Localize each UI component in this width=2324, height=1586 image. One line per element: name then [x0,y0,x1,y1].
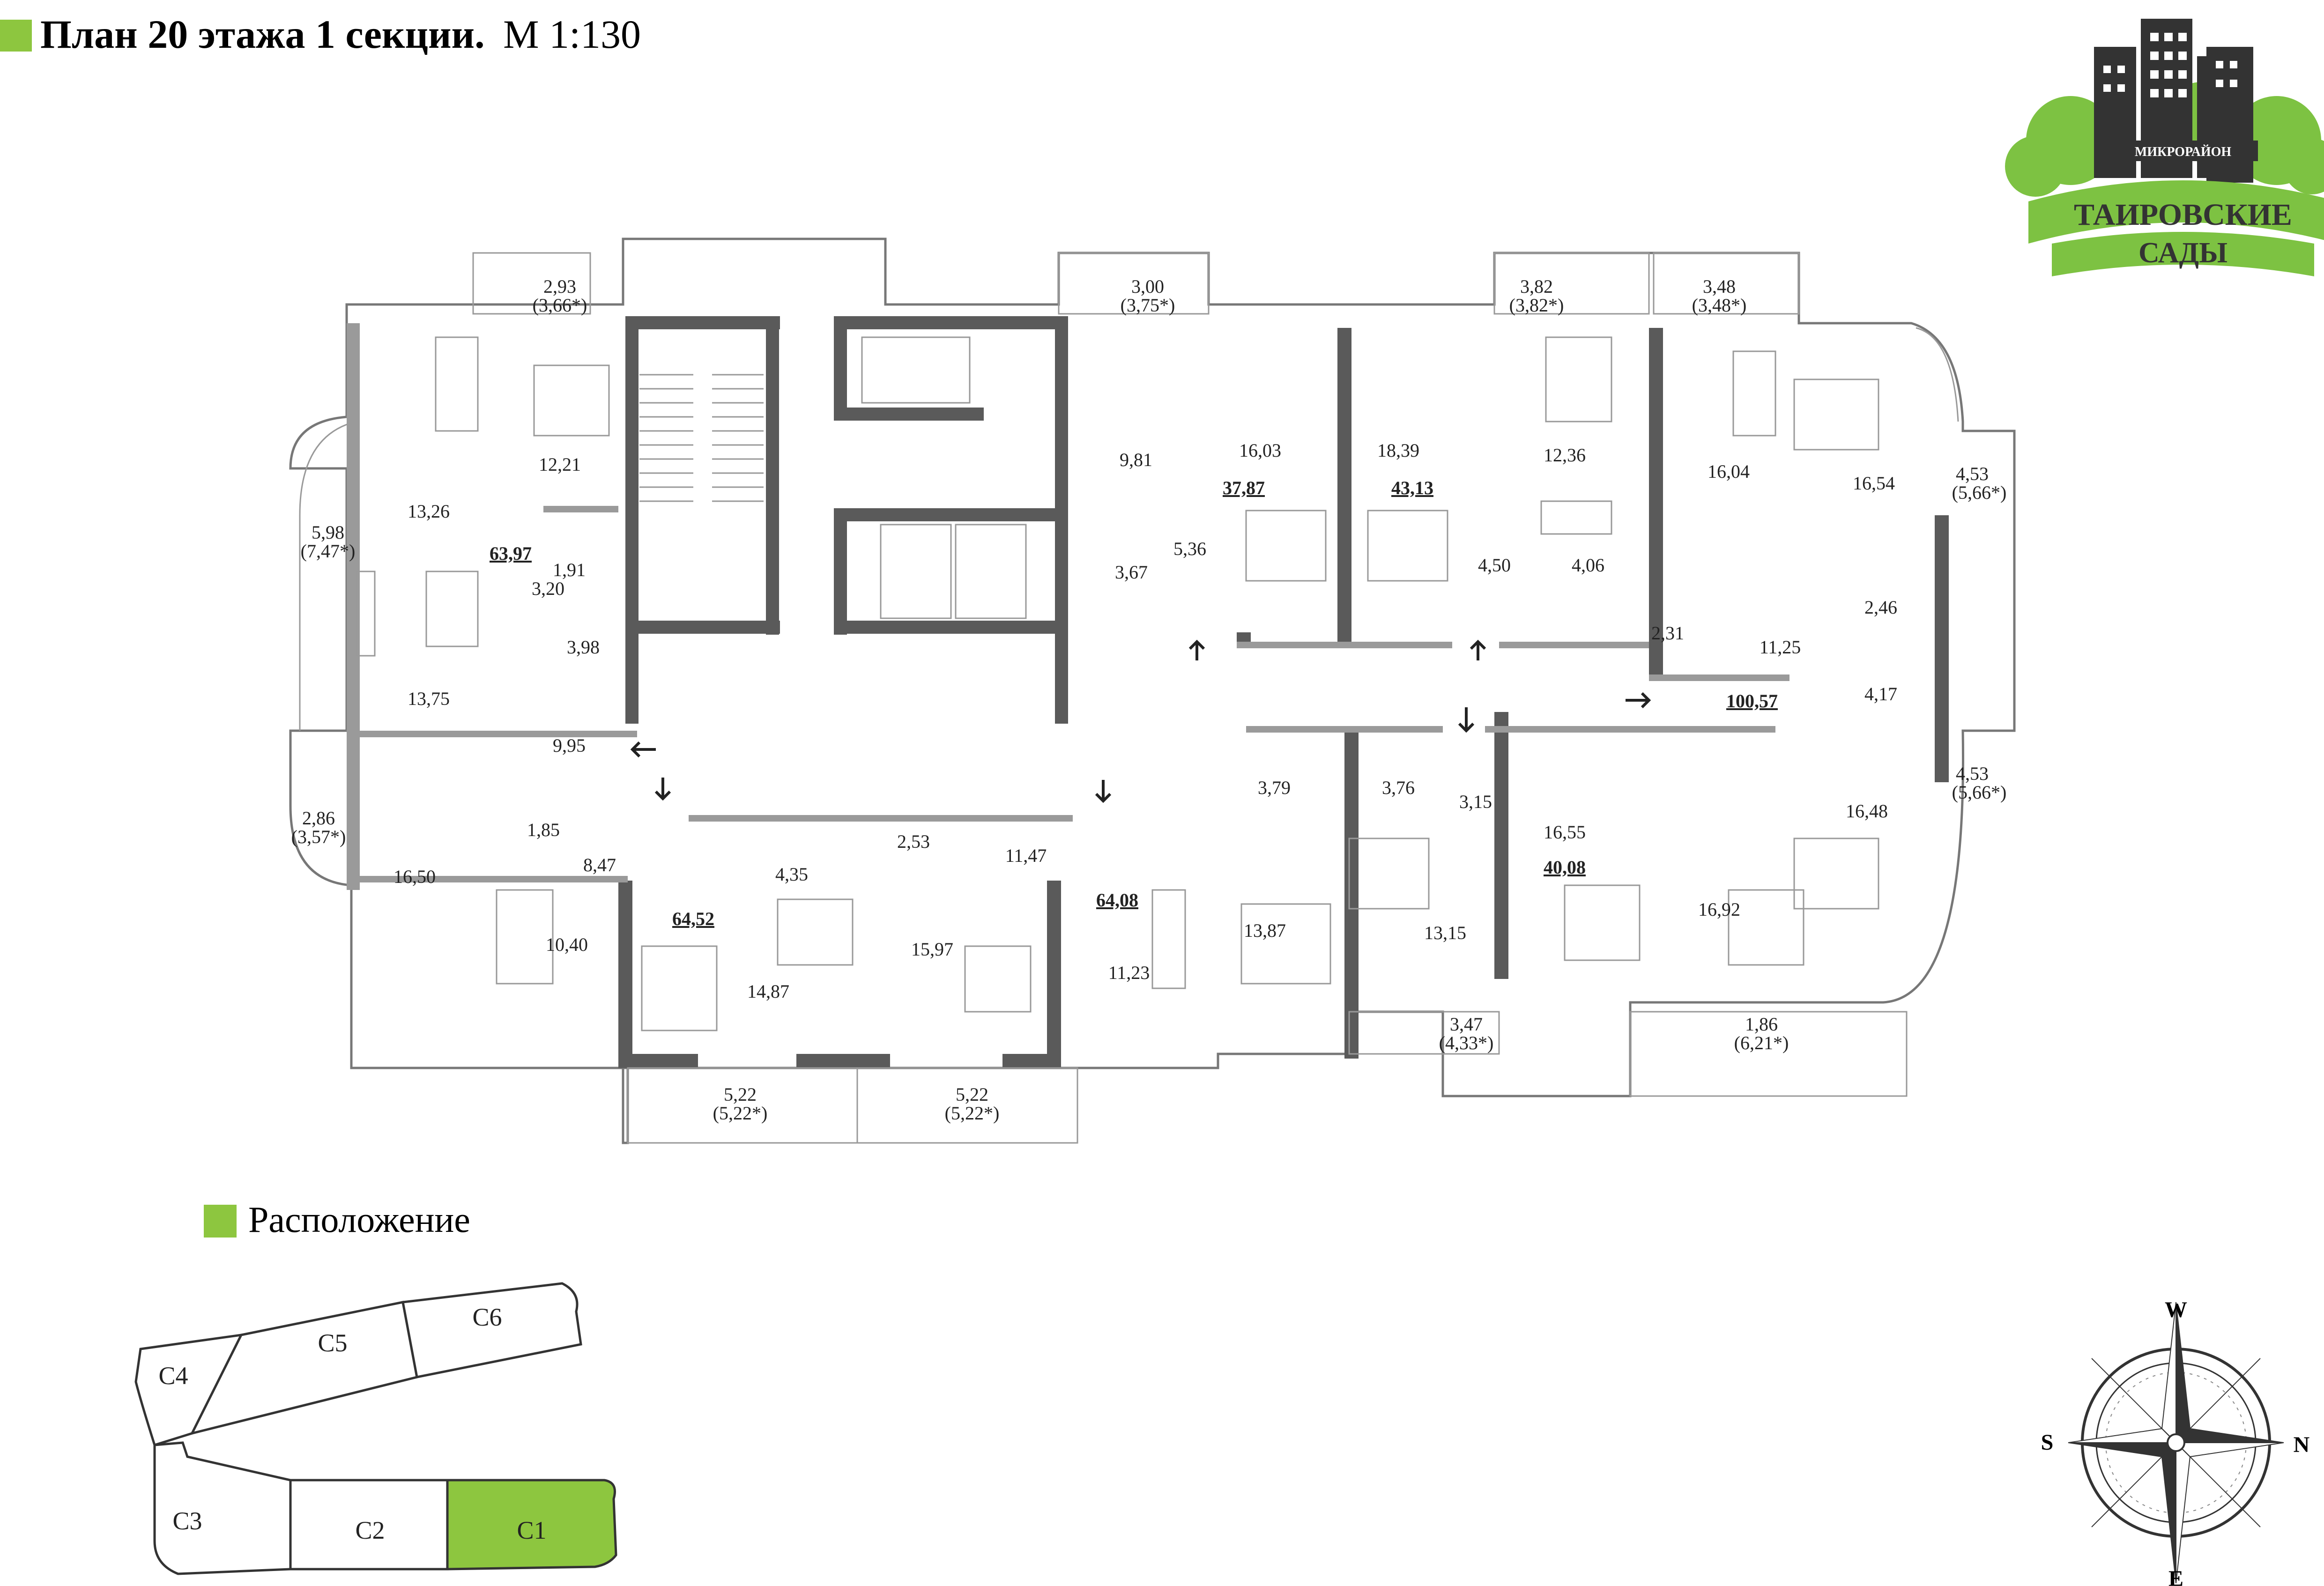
title-marker [0,20,32,52]
room-area: 9,95 [553,735,586,756]
room-area: 11,47 [1005,845,1047,866]
room-area: (5,66*) [1952,782,2007,803]
room-area: 3,00 [1131,276,1164,297]
room-area: 5,98 [312,522,344,543]
section-c6 [401,1282,582,1378]
room-area: 3,79 [1258,777,1291,798]
room-area: 16,92 [1698,899,1740,920]
page-title-main: План 20 этажа 1 секции. [40,12,485,57]
room-area: 13,26 [408,501,450,522]
section-label-c5: C5 [318,1329,347,1357]
room-area: 1,91 [553,559,586,580]
apartment-total-37-87: 37,87 [1223,477,1265,498]
room-area: 12,36 [1544,445,1586,466]
room-area: 4,53 [1956,463,1989,484]
room-area: 4,50 [1478,555,1511,576]
room-area: (6,21*) [1734,1032,1789,1053]
room-area: 5,22 [724,1084,757,1105]
compass-w: W [2165,1297,2187,1322]
apartment-total-43-13: 43,13 [1391,477,1433,498]
section-c5 [190,1301,418,1435]
room-area: 16,03 [1239,440,1281,461]
compass-rose-icon: W E S N [2041,1297,2310,1586]
room-area: 14,87 [747,981,789,1002]
apartment-total-63-97: 63,97 [490,543,532,564]
room-area: 3,20 [532,578,564,599]
room-area: 2,86 [302,808,335,829]
room-area: 16,54 [1853,473,1895,494]
room-area: 4,53 [1956,763,1989,784]
room-area: 11,23 [1108,962,1150,983]
section-label-c3: C3 [172,1507,202,1535]
section-label-c4: C4 [158,1362,188,1390]
apartment-total-40-08: 40,08 [1544,857,1586,878]
room-area: 3,15 [1459,791,1492,812]
room-area: (3,48*) [1692,295,1747,316]
room-area: 4,17 [1864,683,1897,704]
floor-plan: 63,97 64,52 64,08 37,87 43,13 40,08 100,… [289,237,2016,1144]
room-area: 9,81 [1120,449,1152,470]
section-label-c6: C6 [472,1303,502,1331]
room-area: 3,67 [1115,562,1148,583]
room-area: 1,85 [527,819,560,840]
room-area: 4,35 [775,864,808,885]
section-c3 [153,1441,292,1575]
room-area: 8,47 [583,854,616,875]
logo-small-text: МИКРОРАЙОН [2135,145,2232,159]
room-area: 2,93 [543,276,576,297]
room-area: 12,21 [539,454,581,475]
compass-e: E [2168,1566,2183,1586]
room-area: 15,97 [911,939,953,960]
room-area: 4,06 [1572,555,1604,576]
page-title: План 20 этажа 1 секции. М 1:130 [40,12,641,57]
room-area: 5,22 [956,1084,988,1105]
room-area: 11,25 [1760,637,1801,658]
apartment-total-100-57: 100,57 [1726,690,1778,711]
logo-line2: САДЫ [2138,237,2227,269]
room-area: 3,76 [1382,777,1415,798]
room-area: (3,82*) [1509,295,1564,316]
room-area: (5,22*) [945,1103,1000,1124]
room-area: 5,36 [1173,538,1206,559]
room-area: 2,31 [1651,623,1684,644]
room-area: 10,40 [546,934,588,955]
compass-s: S [2041,1430,2054,1455]
brand-logo: МИКРОРАЙОН ТАИРОВСКИЕ САДЫ [2005,19,2324,276]
room-area: 13,75 [408,688,450,709]
apartment-total-64-08: 64,08 [1096,889,1138,911]
room-area: (3,75*) [1121,295,1175,316]
section-key-map: C1 C2 C3 C4 C5 C6 [134,1282,617,1575]
room-area: 13,87 [1244,920,1286,941]
room-area: (3,57*) [291,826,346,847]
room-area: (4,33*) [1439,1032,1494,1053]
room-area: (3,66*) [533,295,587,316]
section-c4 [134,1333,244,1447]
page-title-scale: М 1:130 [503,12,641,57]
room-area: 16,04 [1708,461,1750,482]
section-c1 [446,1479,617,1571]
logo-line1: ТАИРОВСКИЕ [2074,198,2292,232]
location-marker [204,1205,237,1238]
compass-n: N [2294,1432,2310,1457]
location-title: Расположение [248,1199,470,1240]
section-label-c2: C2 [355,1516,385,1544]
section-label-c1: C1 [517,1516,546,1544]
room-area: 13,15 [1424,922,1466,943]
room-area: 1,86 [1745,1014,1778,1035]
room-area: 3,47 [1450,1014,1483,1035]
room-area: 2,46 [1864,597,1897,618]
room-area: 18,39 [1377,440,1419,461]
room-area: 16,55 [1544,822,1586,843]
room-area: (5,22*) [713,1103,768,1124]
room-area: 3,98 [567,637,600,658]
room-area: 3,48 [1703,276,1736,297]
room-area: (5,66*) [1952,482,2007,503]
room-area: 3,82 [1520,276,1553,297]
apartment-total-64-52: 64,52 [672,908,714,929]
room-area: (7,47*) [301,541,356,562]
room-area: 16,50 [394,866,436,887]
room-area: 2,53 [897,831,930,852]
room-area: 16,48 [1846,800,1888,822]
